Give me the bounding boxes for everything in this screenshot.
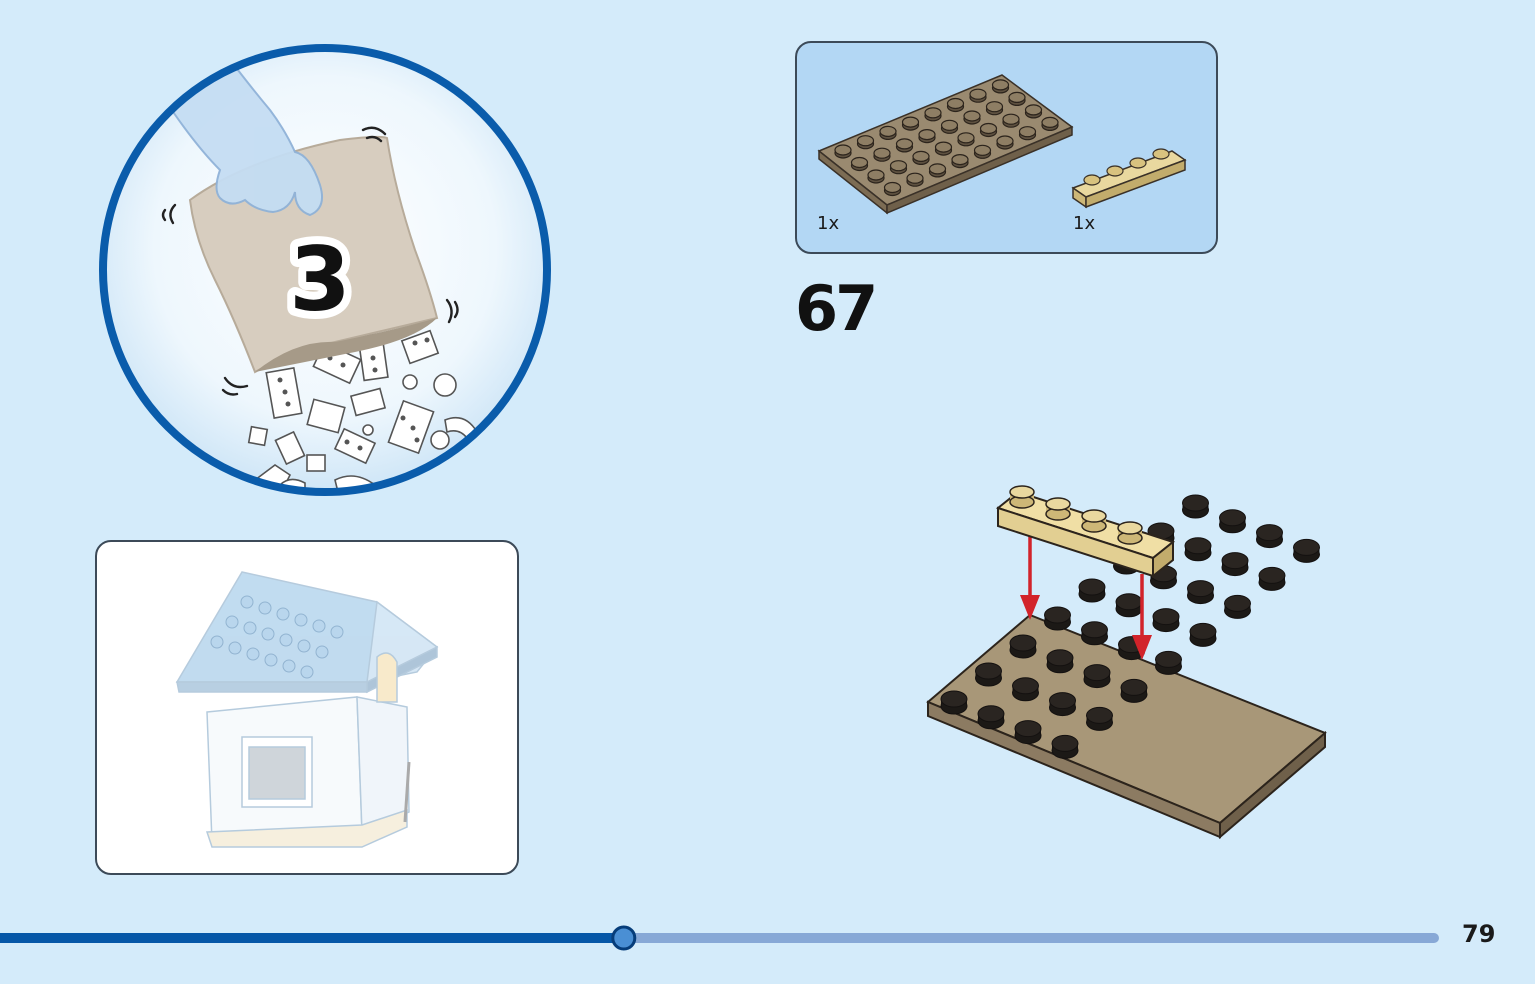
instruction-progress-bar — [0, 925, 1439, 951]
base-plate-4x8-dark-tan — [926, 613, 1327, 840]
parts-list-panel: 1x 1x — [795, 41, 1218, 254]
part-quantity: 1x — [817, 213, 840, 234]
assembly-step-illustration — [926, 485, 1327, 840]
part-quantity: 1x — [1073, 213, 1096, 234]
plate-1x4-tan-icon — [1071, 148, 1187, 209]
plate-1x4-tan — [995, 485, 1176, 579]
step-number: 67 — [795, 272, 878, 345]
doghouse-preview-icon — [175, 571, 439, 848]
bag-opening-illustration: 3 — [99, 44, 551, 496]
page-number: 79 — [1462, 920, 1496, 948]
placement-arrows — [1020, 534, 1152, 660]
model-preview-panel — [95, 540, 519, 875]
bag-number: 3 — [289, 228, 350, 331]
